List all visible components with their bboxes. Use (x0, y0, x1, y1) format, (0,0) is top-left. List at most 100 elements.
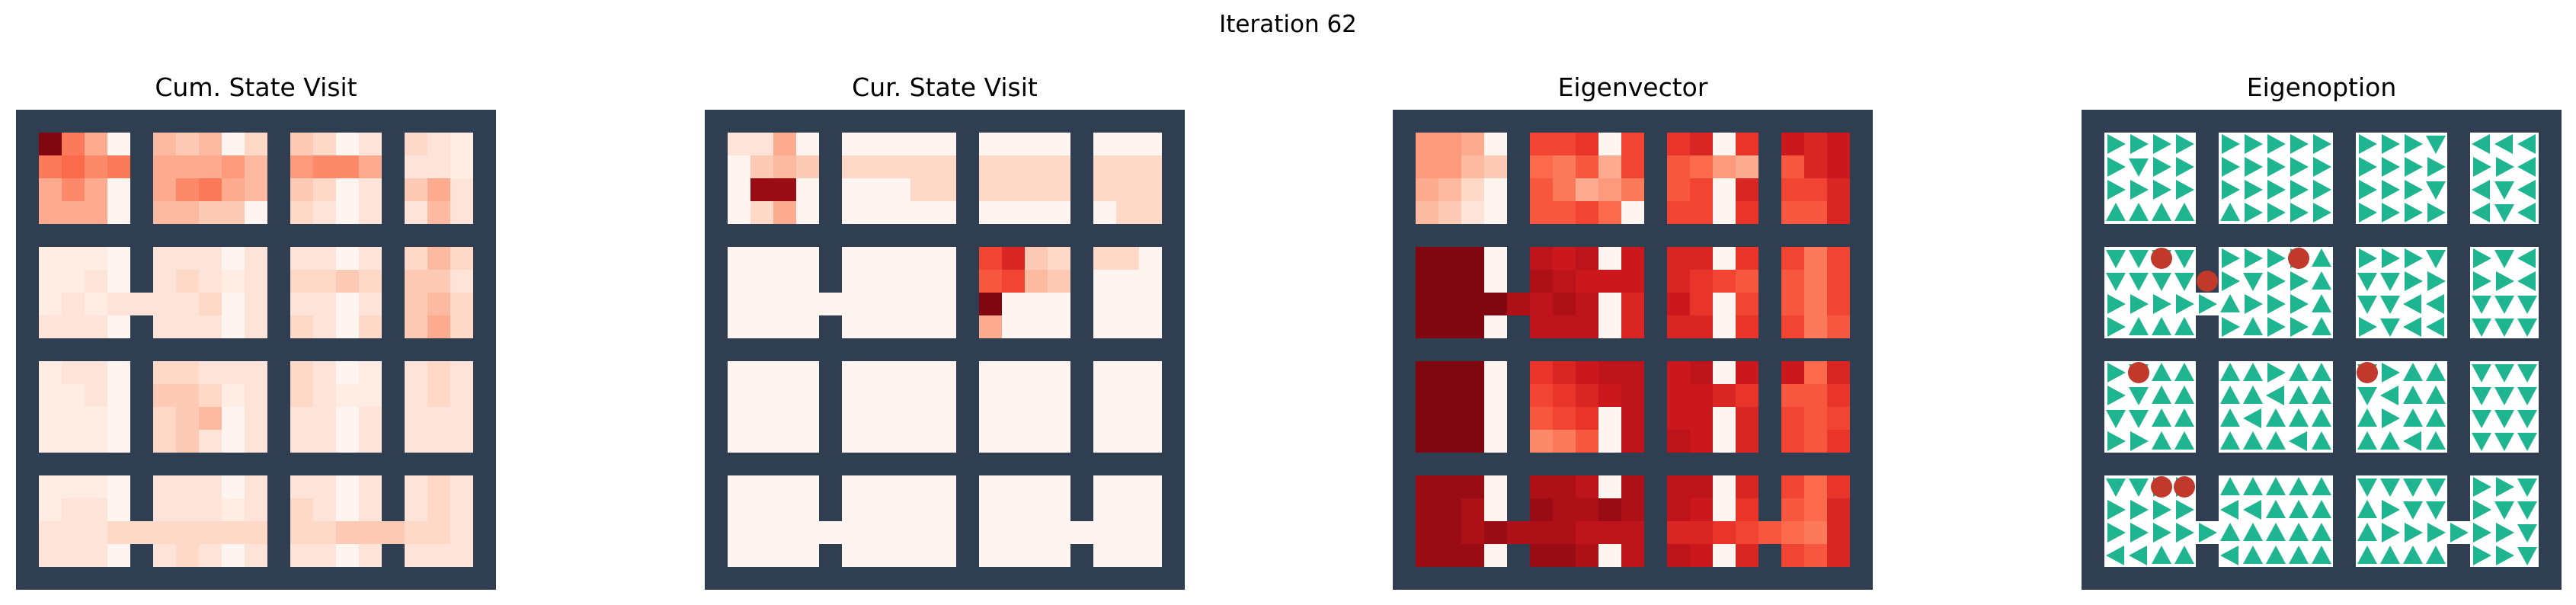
heatmap-cell (39, 133, 62, 156)
wall-cell (450, 453, 474, 476)
wall-cell (705, 521, 728, 545)
wall-cell (2493, 110, 2517, 133)
heatmap-cell (245, 544, 268, 568)
heatmap-cell (1827, 270, 1851, 293)
policy-arrow (2494, 364, 2514, 383)
policy-arrow (2380, 296, 2400, 314)
wall-cell (2082, 498, 2105, 522)
policy-arrow (2243, 386, 2263, 404)
heatmap-cell (910, 201, 934, 225)
wall-cell (473, 178, 496, 202)
wall-cell (2082, 384, 2105, 408)
policy-arrow (2106, 250, 2126, 268)
policy-arrow (2290, 134, 2309, 154)
wall-cell (2447, 178, 2471, 202)
heatmap-cell (199, 498, 222, 522)
wall-cell (245, 224, 268, 248)
heatmap-cell (1667, 270, 1691, 293)
wall-cell (2242, 224, 2265, 248)
heatmap-cell (336, 155, 360, 179)
heatmap-cell (245, 521, 268, 545)
heatmap-cell (1025, 133, 1048, 156)
wall-cell (130, 247, 154, 270)
wall-cell (2082, 338, 2105, 362)
heatmap-cell (1713, 384, 1736, 408)
heatmap-cell (979, 270, 1003, 293)
heatmap-cell (1025, 544, 1048, 568)
wall-cell (1393, 270, 1416, 293)
wall-cell (2356, 567, 2379, 590)
heatmap-cell (313, 475, 337, 499)
wall-cell (1162, 338, 1185, 362)
wall-cell (2127, 453, 2151, 476)
policy-arrow (2517, 364, 2537, 383)
wall-cell (267, 567, 291, 590)
heatmap-cell (39, 475, 62, 499)
wall-cell (16, 201, 40, 225)
heatmap-cell (1690, 293, 1714, 316)
heatmap-cell (1438, 498, 1462, 522)
policy-arrow (2106, 410, 2126, 428)
wall-cell (1025, 338, 1048, 362)
wall-cell (1393, 178, 1416, 202)
policy-arrow (2472, 319, 2491, 337)
wall-cell (2333, 453, 2357, 476)
heatmap-cell (1553, 133, 1576, 156)
policy-arrow (2494, 296, 2514, 314)
wall-cell (1576, 453, 1599, 476)
heatmap-cell (773, 315, 797, 339)
heatmap-cell (222, 384, 245, 408)
wall-cell (705, 453, 728, 476)
wall-cell (1781, 567, 1805, 590)
heatmap-cell (773, 293, 797, 316)
wall-cell (2447, 224, 2471, 248)
wall-cell (1484, 338, 1508, 362)
heatmap-cell (750, 475, 774, 499)
heatmap-cell (1736, 544, 1759, 568)
wall-cell (1621, 338, 1645, 362)
heatmap-cell (1461, 498, 1485, 522)
wall-cell (382, 155, 405, 179)
policy-arrow (2243, 408, 2261, 428)
heatmap-cell (107, 407, 131, 431)
heatmap-cell (336, 178, 360, 202)
policy-arrow (2405, 271, 2423, 291)
wall-cell (1162, 384, 1185, 408)
heatmap-cell (1598, 430, 1622, 453)
heatmap-cell (773, 430, 797, 453)
wall-cell (910, 224, 934, 248)
heatmap-cell (153, 361, 177, 385)
panel-title-eigenoption: Eigenoption (2246, 72, 2397, 102)
wall-cell (2082, 361, 2105, 385)
heatmap-cell (1576, 521, 1599, 545)
wall-cell (979, 338, 1003, 362)
wall-cell (1116, 567, 1140, 590)
policy-arrow (2243, 363, 2263, 381)
heatmap-cell (427, 201, 451, 225)
heatmap-cell (1438, 247, 1462, 270)
wall-cell (2470, 224, 2494, 248)
policy-arrow (2426, 363, 2446, 381)
policy-arrow (2357, 296, 2377, 314)
wall-cell (405, 567, 428, 590)
wall-cell (473, 453, 496, 476)
heatmap-cell (750, 407, 774, 431)
wall-cell (107, 110, 131, 133)
wall-cell (1507, 453, 1531, 476)
policy-arrow (2243, 273, 2263, 291)
heatmap-cell (1116, 407, 1140, 431)
heatmap-cell (750, 315, 774, 339)
wall-cell (313, 567, 337, 590)
wall-cell (130, 384, 154, 408)
wall-cell (1507, 155, 1531, 179)
wall-cell (1116, 338, 1140, 362)
wall-cell (750, 567, 774, 590)
wall-cell (1690, 110, 1714, 133)
wall-cell (2516, 567, 2539, 590)
wall-cell (1644, 247, 1668, 270)
heatmap-cell (1781, 384, 1805, 408)
wall-cell (1598, 567, 1622, 590)
heatmap-cell (865, 133, 888, 156)
heatmap-cell (336, 475, 360, 499)
heatmap-cell (130, 293, 154, 316)
